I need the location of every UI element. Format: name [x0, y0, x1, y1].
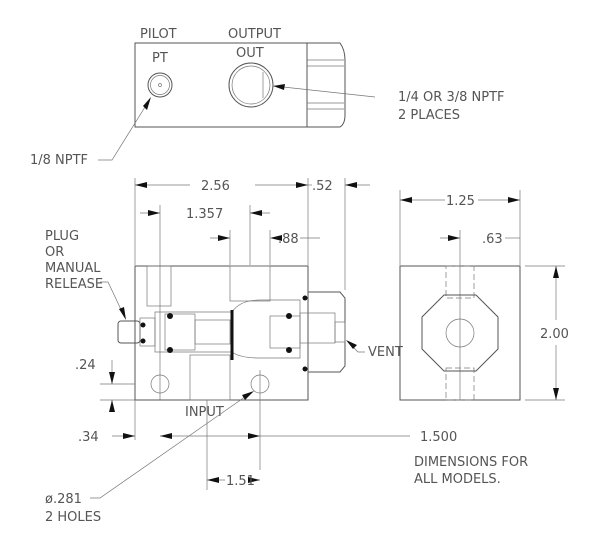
hex-nut-outline	[421, 294, 499, 372]
pilot-callout: 1/8 NPTF	[30, 153, 88, 168]
port-callout-line1: 1/4 OR 3/8 NPTF	[398, 90, 505, 105]
plug-label-line1: PLUG	[45, 229, 79, 244]
hole-callout-line1: ø.281	[45, 492, 82, 507]
dim-output-position: 1.357	[186, 207, 223, 222]
port-callout-line2: 2 PLACES	[398, 108, 460, 123]
dim-width: 1.25	[446, 194, 475, 209]
dim-overall-length: 2.56	[201, 179, 230, 194]
dim-hole-spacing: 1.500	[420, 430, 457, 445]
plug-label-line2: OR	[45, 245, 64, 260]
hole-callout-line2: 2 HOLES	[45, 510, 101, 525]
vent-label: VENT	[368, 345, 403, 360]
plug-label-line3: MANUAL	[45, 261, 101, 276]
valve-body-section	[134, 265, 309, 401]
top-body-outline	[134, 42, 346, 128]
top-view: PILOT OUTPUT PT OUT 1/4 OR 3/8 NPTF 2 PL…	[30, 27, 505, 168]
vent-cap-section	[307, 291, 346, 373]
dim-output-width: .88	[278, 232, 299, 247]
dim-hole-left: .34	[78, 430, 99, 445]
pilot-leader	[98, 98, 151, 161]
dim-height: 2.00	[540, 327, 569, 342]
side-view: 1.25 .63 2.00	[399, 190, 569, 401]
spool-bore	[154, 299, 301, 359]
pt-label: PT	[152, 51, 168, 66]
dim-hole-height: .24	[75, 358, 96, 373]
pilot-label: PILOT	[140, 27, 177, 42]
hole-leader	[90, 391, 253, 499]
section-view: PLUG OR MANUAL RELEASE VENT INPUT .24 .3…	[45, 229, 457, 525]
plug-leader	[100, 281, 126, 319]
dim-center: .63	[482, 232, 503, 247]
plug-label-line4: RELEASE	[45, 277, 103, 292]
dim-input-offset: 1.51	[226, 474, 255, 489]
pilot-port-circle	[147, 72, 173, 98]
note-line1: DIMENSIONS FOR	[414, 455, 528, 470]
manual-release-plug	[117, 320, 141, 344]
dim-cap-length: .52	[312, 179, 333, 194]
note-line2: ALL MODELS.	[414, 472, 501, 487]
vent-screen-end	[445, 318, 475, 348]
vent-screen	[334, 321, 346, 343]
section-dimensions: 2.56 .52 1.357 .88	[134, 178, 370, 400]
mounting-hole-left	[150, 374, 170, 394]
input-label: INPUT	[185, 405, 224, 420]
o-rings	[140, 295, 308, 372]
output-port-circle	[228, 62, 274, 108]
out-label: OUT	[236, 46, 264, 61]
output-label: OUTPUT	[228, 27, 281, 42]
port-leader	[273, 85, 376, 98]
